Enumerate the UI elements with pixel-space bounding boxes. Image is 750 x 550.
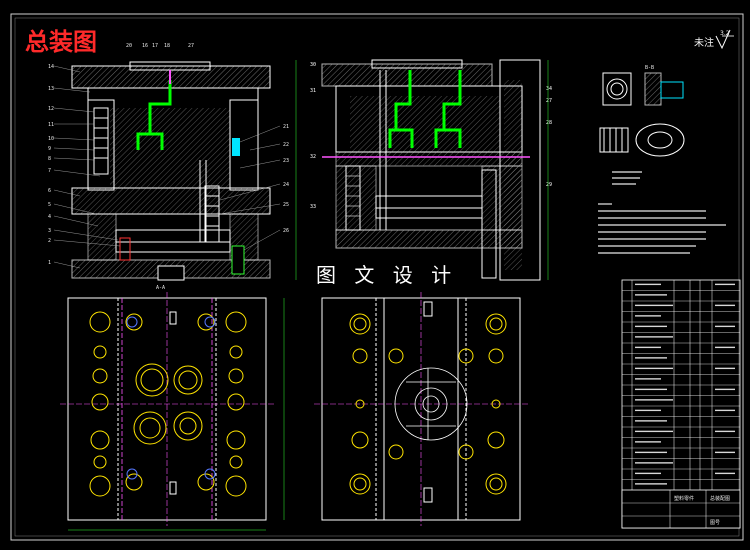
right-section-view: 30 31 32 33 34 27 28 29 xyxy=(310,59,552,281)
svg-text:图号: 图号 xyxy=(710,520,720,526)
svg-text:7: 7 xyxy=(48,168,51,174)
svg-text:4: 4 xyxy=(48,214,51,220)
svg-text:A-A: A-A xyxy=(156,285,165,291)
svg-text:6: 6 xyxy=(48,188,51,194)
table-row-note xyxy=(715,346,735,349)
highlight-part xyxy=(232,138,240,156)
table-row-note xyxy=(715,325,735,328)
svg-text:33: 33 xyxy=(310,204,316,210)
svg-text:20: 20 xyxy=(126,43,132,49)
table-row-note xyxy=(715,409,735,412)
svg-text:29: 29 xyxy=(546,182,552,188)
table-row-text xyxy=(635,367,673,370)
svg-text:总装配图: 总装配图 xyxy=(710,495,730,502)
svg-text:27: 27 xyxy=(188,43,194,49)
svg-text:塑料零件: 塑料零件 xyxy=(674,495,694,502)
svg-text:13: 13 xyxy=(48,86,54,92)
table-row-note xyxy=(715,283,735,286)
watermark-text: 图 文 设 计 xyxy=(316,263,457,287)
svg-text:21: 21 xyxy=(283,124,289,130)
table-row-text xyxy=(635,304,673,307)
table-row-text xyxy=(635,336,673,338)
svg-text:5: 5 xyxy=(48,202,51,208)
svg-text:B-B: B-B xyxy=(645,65,654,71)
drawing-title: 总装图 xyxy=(25,28,97,56)
roughness-note: 未注 xyxy=(694,36,714,49)
svg-text:24: 24 xyxy=(283,182,289,188)
table-row-note xyxy=(715,451,735,454)
svg-text:11: 11 xyxy=(48,122,54,128)
left-section-view: 14 13 12 11 10 9 8 7 6 5 4 3 2 1 20 16 1… xyxy=(48,43,297,291)
table-row-text xyxy=(635,325,667,328)
svg-text:30: 30 xyxy=(310,62,316,68)
cooling-channel-left xyxy=(136,80,172,150)
svg-text:14: 14 xyxy=(48,64,54,70)
table-row-text xyxy=(635,472,661,475)
table-row-text xyxy=(635,357,667,359)
table-row-note xyxy=(715,472,735,475)
svg-text:18: 18 xyxy=(164,43,170,49)
svg-text:31: 31 xyxy=(310,88,316,94)
svg-text:25: 25 xyxy=(283,202,289,208)
left-plan-view xyxy=(60,292,285,531)
table-row-text xyxy=(635,430,673,433)
svg-text:23: 23 xyxy=(283,158,289,164)
table-row-note xyxy=(715,367,735,370)
cooling-channel-right xyxy=(388,70,412,148)
roughness-value: 3.2 xyxy=(720,30,730,37)
svg-text:16: 16 xyxy=(142,43,148,49)
svg-text:2: 2 xyxy=(48,238,51,244)
table-row-text xyxy=(635,378,661,380)
drawing-inner-border xyxy=(14,17,740,537)
table-row-text xyxy=(635,441,661,443)
table-row-text xyxy=(635,409,661,412)
product-part-icon: B-B xyxy=(599,65,685,157)
table-row-text xyxy=(635,388,667,391)
table-row-text xyxy=(635,283,661,286)
svg-text:34: 34 xyxy=(546,86,552,92)
table-row-text xyxy=(635,346,661,349)
table-row-text xyxy=(635,399,673,401)
table-row-text xyxy=(635,451,667,454)
table-row-text xyxy=(635,462,673,464)
svg-text:32: 32 xyxy=(310,154,316,160)
svg-text:3: 3 xyxy=(48,228,51,234)
svg-text:1: 1 xyxy=(48,260,51,266)
svg-text:17: 17 xyxy=(152,43,158,49)
table-row-text xyxy=(635,483,667,485)
table-row-text xyxy=(635,420,667,422)
table-row-note xyxy=(715,304,735,307)
watermark-banner xyxy=(300,258,452,290)
svg-text:12: 12 xyxy=(48,106,54,112)
svg-text:10: 10 xyxy=(48,136,54,142)
svg-text:26: 26 xyxy=(283,228,289,234)
roughness-symbol-icon xyxy=(715,29,734,50)
table-row-note xyxy=(715,388,735,391)
right-plan-view xyxy=(314,292,530,526)
drawing-border xyxy=(10,13,744,541)
svg-text:27: 27 xyxy=(546,98,552,104)
table-row-text xyxy=(635,294,667,296)
svg-text:8: 8 xyxy=(48,156,51,162)
technical-notes xyxy=(598,171,726,254)
table-row-text xyxy=(635,315,661,317)
svg-text:22: 22 xyxy=(283,142,289,148)
table-row-note xyxy=(715,430,735,433)
svg-text:28: 28 xyxy=(546,120,552,126)
svg-text:9: 9 xyxy=(48,146,51,152)
parts-list-table: 总装配图 塑料零件 图号 xyxy=(621,279,741,529)
